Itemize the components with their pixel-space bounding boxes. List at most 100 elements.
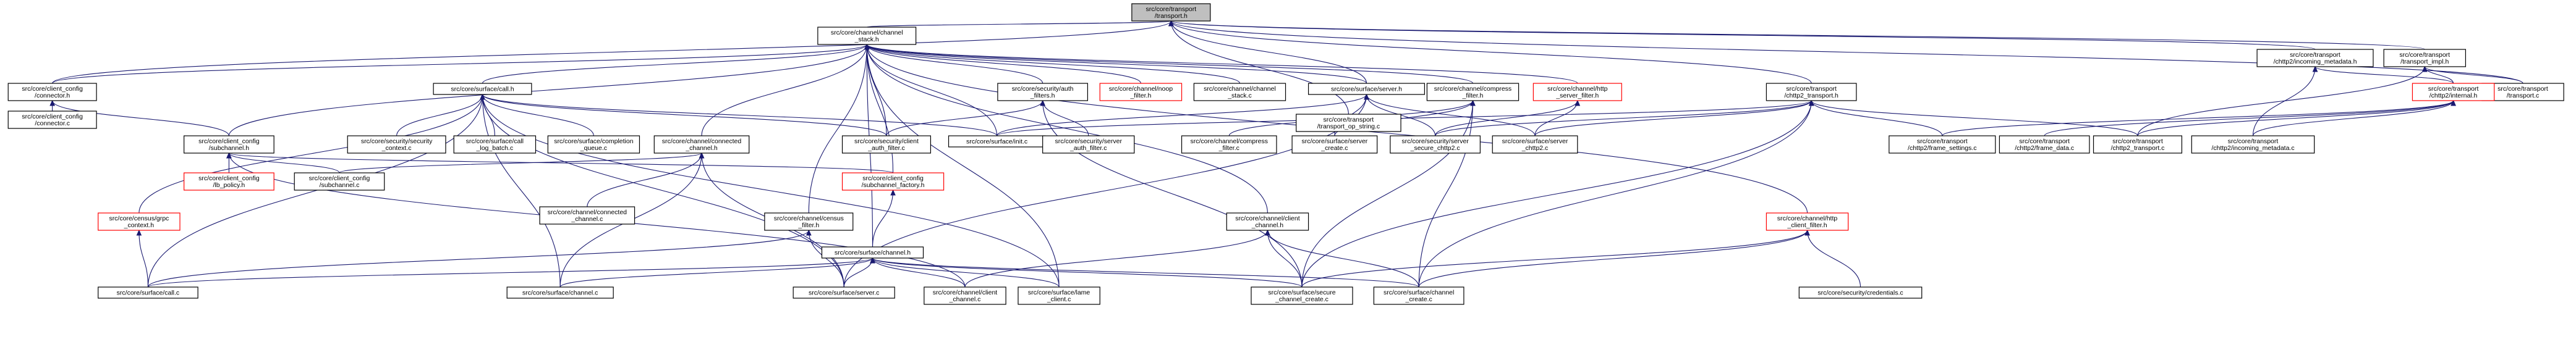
node-transport-impl-h[interactable]: src/core/transport/transport_impl.h (2383, 49, 2467, 67)
edge-server-chttp2-c-to-chttp2-transport-h (1534, 100, 1812, 136)
node-subchannel-factory-h[interactable]: src/core/client_config/subchannel_factor… (841, 172, 945, 191)
node-connector-h[interactable]: src/core/client_config/connector.h (7, 83, 97, 101)
node-client-channel-c[interactable]: src/core/channel/client_channel.c (924, 286, 1006, 305)
node-internal-h[interactable]: src/core/transport/chttp2/internal.h (2412, 83, 2495, 101)
node-label-line: /transport.h (1155, 12, 1188, 20)
edge-transport-impl-h-to-transport (1170, 20, 2425, 50)
node-auth-filters-h[interactable]: src/core/security/auth_filters.h (997, 83, 1089, 101)
edge-noop-filter-h-to-channel-stack (866, 44, 1141, 84)
node-transport-op-string-c[interactable]: src/core/transport/transport_op_string.c (1296, 114, 1401, 132)
node-credentials-c[interactable]: src/core/security/credentials.c (1798, 286, 1923, 299)
node-box (547, 135, 640, 154)
node-compress-filter-h[interactable]: src/core/channel/compress_filter.h (1426, 83, 1520, 101)
arrow-head (2422, 65, 2428, 72)
node-surface-channel-h[interactable]: src/core/surface/channel.h (821, 246, 924, 259)
node-rpc-context-h[interactable]: src/core/census/grpc_context.h (98, 212, 181, 231)
edge-lame-client-c-to-surface-channel-h (872, 257, 1060, 288)
node-channel-stack-c[interactable]: src/core/channel/channel_stack.c (1193, 83, 1286, 101)
node-connector-c[interactable]: src/core/client_config/connector.c (7, 111, 97, 129)
edge-surface-init-c-to-surface-server-h (997, 94, 1367, 136)
node-label-line: _stack.c (1227, 92, 1252, 99)
node-label-line: /connector.h (35, 92, 70, 99)
node-label-line: src/core/transport (1324, 116, 1374, 123)
edge-client-channel-h-to-channel-stack (866, 44, 1268, 214)
node-server-auth-filter-c[interactable]: src/core/security/server_auth_filter.c (1042, 135, 1135, 154)
node-lame-client-c[interactable]: src/core/surface/lame_client.c (1018, 286, 1100, 305)
node-box (924, 286, 1006, 305)
node-http-server-filter-h[interactable]: src/core/channel/http_server_filter.h (1532, 83, 1622, 101)
node-box (7, 111, 97, 129)
node-call-log-batch-c[interactable]: src/core/surface/call_log_batch.c (453, 135, 537, 154)
node-surface-server-c[interactable]: src/core/surface/server.c (793, 286, 895, 299)
edge-secure-chttp2-c-to-chttp2-transport-h (1435, 100, 1812, 136)
edge-connector-h-to-channel-stack (52, 44, 867, 84)
node-lb-policy-h[interactable]: src/core/client_config/lb_policy.h (184, 172, 274, 191)
node-label-line: src/core/channel/census (774, 215, 844, 222)
edge-connector-h-to-transport (52, 20, 1171, 84)
node-label-line: /chttp2_transport.h (1784, 92, 1838, 99)
node-chttp2-transport-h[interactable]: src/core/transport/chttp2_transport.h (1766, 83, 1857, 101)
node-label-line: src/core/channel/compress (1191, 138, 1268, 145)
node-connected-channel-c[interactable]: src/core/channel/connected_channel.c (539, 206, 635, 225)
edge-internal-h-to-incoming-metadata-h (2315, 66, 2454, 84)
node-incoming-metadata-c[interactable]: src/core/transport/chttp2/incoming_metad… (2191, 135, 2315, 154)
node-label-line: _filters.h (1030, 92, 1055, 99)
node-compress-filter-c[interactable]: src/core/channel/compress_filter.c (1181, 135, 1277, 154)
node-security-context-c[interactable]: src/core/security/security_context.c (347, 135, 446, 154)
node-box (506, 286, 614, 299)
node-label-line: _auth_filter.c (867, 144, 905, 152)
node-client-auth-filter-c[interactable]: src/core/security/client_auth_filter.c (841, 135, 932, 154)
arrow-head (2312, 65, 2318, 72)
node-label-line: src/core/transport (2112, 138, 2163, 145)
edge-completion-queue-c-to-surface-call-h (482, 94, 594, 136)
node-secure-chttp2-c[interactable]: src/core/security/server_secure_chttp2.c (1390, 135, 1481, 154)
node-noop-filter-h[interactable]: src/core/channel/noop_filter.h (1099, 83, 1183, 101)
node-completion-queue-c[interactable]: src/core/surface/completion_queue.c (547, 135, 640, 154)
node-secure-channel-create-c[interactable]: src/core/surface/secure_channel_create.c (1251, 286, 1353, 305)
node-box (7, 83, 97, 101)
node-subchannel-h[interactable]: src/core/client_config/subchannel.h (184, 135, 274, 154)
arrow-head (1470, 99, 1476, 106)
node-label-line: src/core/channel/connected (662, 138, 742, 145)
node-census-filter-h[interactable]: src/core/channel/census_filter.h (764, 212, 854, 231)
node-transport[interactable]: src/core/transport/transport.h (1131, 3, 1211, 22)
node-label-line: _context.c (381, 144, 412, 152)
edge-frame-settings-c-to-chttp2-transport-h (1811, 100, 1943, 136)
node-surface-call-h[interactable]: src/core/surface/call.h (433, 83, 532, 95)
node-label-line: src/core/transport (2497, 85, 2548, 93)
node-surface-channel-c[interactable]: src/core/surface/channel.c (506, 286, 614, 299)
node-subchannel-c[interactable]: src/core/client_config/subchannel.c (294, 172, 385, 191)
edge-surface-channel-c-to-surface-channel-h (559, 257, 874, 288)
node-server-chttp2-c[interactable]: src/core/surface/server_chttp2.c (1492, 135, 1578, 154)
node-chttp2-transport-c[interactable]: src/core/transport/chttp2_transport.c (2093, 135, 2182, 154)
node-box (821, 246, 924, 259)
node-connected-channel-h[interactable]: src/core/channel/connected_channel.h (653, 135, 750, 154)
node-box (98, 286, 198, 299)
edge-channel-create-c-to-client-channel-h (1267, 230, 1419, 288)
node-surface-server-h[interactable]: src/core/surface/server.h (1307, 83, 1426, 95)
node-label-line: _secure_chttp2.c (1410, 144, 1460, 152)
node-label-line: src/core/channel/channel (1204, 85, 1276, 93)
node-frame-settings-c[interactable]: src/core/transport/chttp2/frame_settings… (1889, 135, 1996, 154)
node-box (1042, 135, 1135, 154)
graph-nodes: src/core/transport/transport.h src/core/c… (7, 3, 2564, 305)
node-box (1889, 135, 1996, 154)
edge-channel-create-c-to-chttp2-transport-h (1418, 100, 1812, 288)
node-frame-data-c[interactable]: src/core/transport/chttp2/frame_data.c (1999, 135, 2090, 154)
node-channel-create-c[interactable]: src/core/surface/channel_create.c (1373, 286, 1464, 305)
node-surface-init-c[interactable]: src/core/surface/init.c (948, 135, 1046, 148)
node-label-line: src/core/client_config (198, 175, 260, 182)
node-box (1999, 135, 2090, 154)
edge-incoming-metadata-h-to-transport (1170, 20, 2316, 50)
node-channel-stack[interactable]: src/core/channel/channel_stack.h (817, 27, 917, 45)
node-surface-server-create-c[interactable]: src/core/surface/server_create.c (1291, 135, 1378, 154)
node-client-channel-h[interactable]: src/core/channel/client_channel.h (1226, 212, 1309, 231)
node-label-line: /chttp2_transport.c (2111, 144, 2164, 152)
node-label-line: src/core/channel/http (1777, 215, 1838, 222)
node-surface-call-c[interactable]: src/core/surface/call.c (98, 286, 198, 299)
node-http-client-filter-h[interactable]: src/core/channel/http_client_filter.h (1766, 212, 1849, 231)
node-label-line: /chttp2/internal.h (2429, 92, 2478, 99)
node-incoming-metadata-h[interactable]: src/core/transport/chttp2/incoming_metad… (2256, 49, 2374, 67)
node-transport-c[interactable]: src/core/transport/transport.c (2481, 83, 2564, 101)
arrow-head (226, 152, 232, 159)
